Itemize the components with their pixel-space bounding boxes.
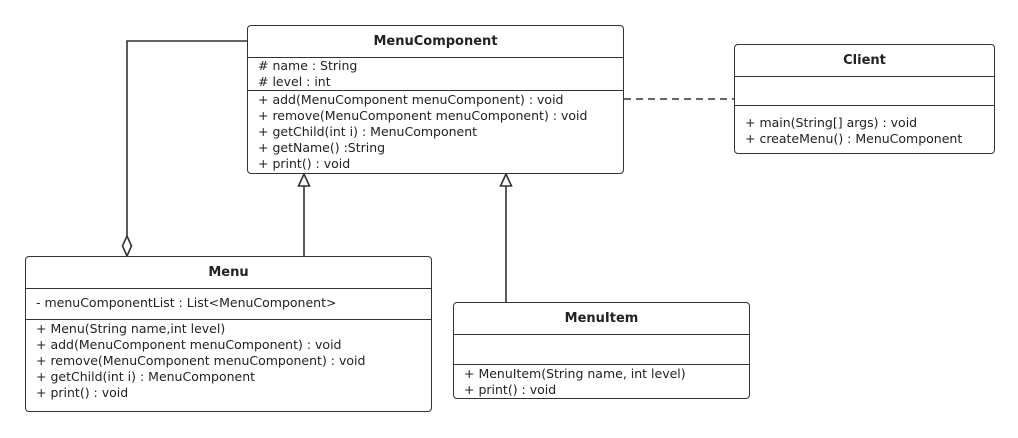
attributes-section: # name : String # level : int	[248, 58, 623, 90]
class-name: MenuComponent	[248, 26, 623, 58]
operation: + MenuItem(String name, int level)	[464, 366, 686, 381]
class-name: Client	[735, 45, 994, 77]
operation: + getChild(int i) : MenuComponent	[36, 369, 256, 384]
operation: + add(MenuComponent menuComponent) : voi…	[36, 337, 342, 352]
operations-section: + Menu(String name,int level) + add(Menu…	[26, 319, 431, 411]
aggregation-line	[126, 40, 247, 238]
class-menu-item[interactable]: MenuItem + MenuItem(String name, int lev…	[453, 302, 750, 399]
class-menu-component[interactable]: MenuComponent # name : String # level : …	[247, 25, 624, 174]
attribute: # name : String	[258, 58, 358, 73]
class-name: Menu	[26, 257, 431, 289]
operations-section: + main(String[] args) : void + createMen…	[735, 105, 994, 153]
operation: + main(String[] args) : void	[745, 115, 918, 130]
operations-section: + MenuItem(String name, int level) + pri…	[454, 364, 749, 398]
operation: + createMenu() : MenuComponent	[745, 131, 963, 146]
class-name: MenuItem	[454, 303, 749, 335]
operation: + getChild(int i) : MenuComponent	[258, 124, 478, 139]
class-client[interactable]: Client + main(String[] args) : void + cr…	[734, 44, 995, 154]
attribute: # level : int	[258, 74, 331, 89]
class-menu[interactable]: Menu - menuComponentList : List<MenuComp…	[25, 256, 432, 412]
attributes-section: - menuComponentList : List<MenuComponent…	[26, 289, 431, 319]
operation: + print() : void	[258, 156, 351, 171]
operation: + add(MenuComponent menuComponent) : voi…	[258, 92, 564, 107]
operation: + print() : void	[464, 382, 557, 397]
attribute: - menuComponentList : List<MenuComponent…	[36, 295, 337, 310]
operation: + getName() :String	[258, 140, 386, 155]
operation: + Menu(String name,int level)	[36, 321, 226, 336]
attributes-section	[454, 335, 749, 364]
generalization-arrowhead-menu	[297, 172, 311, 187]
attributes-section	[735, 77, 994, 105]
generalization-arrowhead-menuitem	[499, 172, 513, 187]
operation: + remove(MenuComponent menuComponent) : …	[36, 353, 366, 368]
operation: + print() : void	[36, 385, 129, 400]
aggregation-diamond	[121, 234, 133, 258]
operations-section: + add(MenuComponent menuComponent) : voi…	[248, 90, 623, 174]
operation: + remove(MenuComponent menuComponent) : …	[258, 108, 588, 123]
